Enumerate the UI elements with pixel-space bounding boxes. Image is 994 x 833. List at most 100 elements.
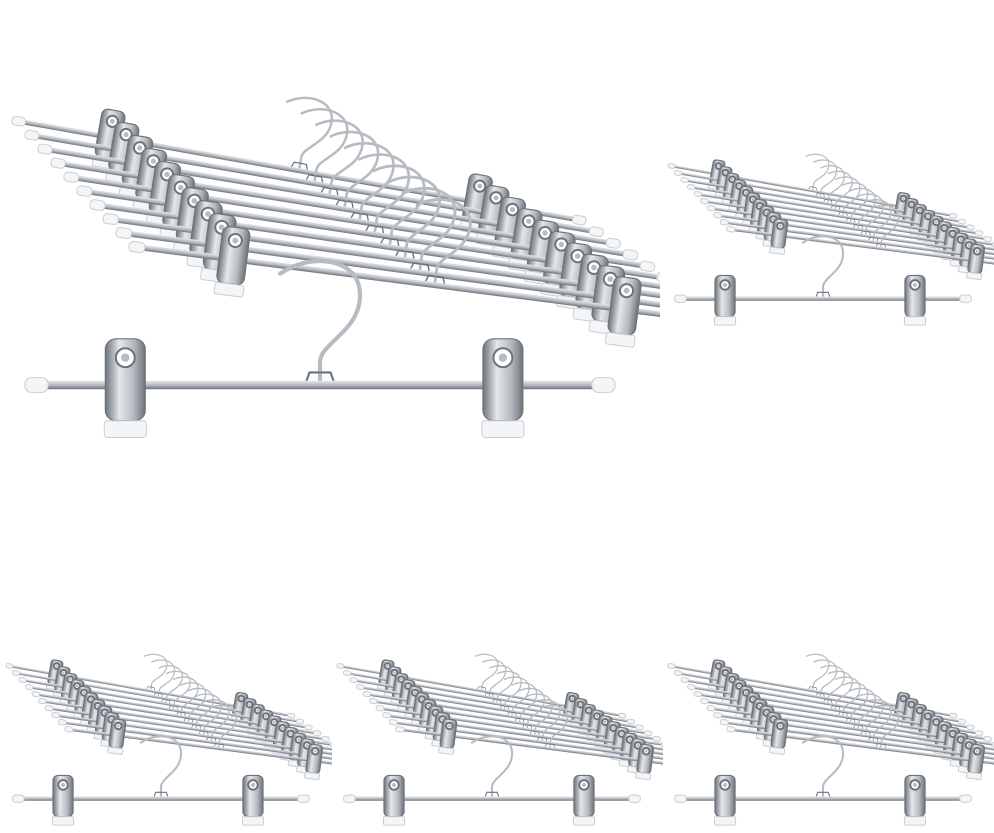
end-cap-icon [949, 712, 958, 719]
hook-icon [386, 175, 441, 260]
hanger-illustration [336, 653, 663, 826]
end-cap-icon [369, 697, 378, 705]
end-cap-icon [667, 163, 676, 169]
hanger-illustration [5, 653, 332, 826]
hook-icon [187, 687, 215, 730]
end-cap-icon [957, 218, 966, 225]
hook-icon [871, 704, 900, 749]
hanger-illustration [667, 653, 994, 826]
end-cap-icon [12, 794, 25, 803]
single-hanger [24, 258, 616, 438]
end-cap-icon [680, 177, 689, 184]
end-cap-icon [622, 249, 639, 261]
bundle-hanger [64, 704, 332, 781]
hook-icon [863, 699, 892, 743]
hanger-bar [690, 185, 980, 235]
hook-icon [278, 258, 363, 385]
end-cap-icon [660, 741, 663, 748]
clip-icon [304, 743, 324, 781]
single-hanger [674, 735, 972, 826]
hanger-bar [83, 188, 660, 281]
end-cap-icon [673, 670, 683, 676]
hanger-bar [392, 720, 663, 764]
hanger-bar [697, 192, 989, 241]
end-cap-icon [24, 377, 49, 393]
end-cap-icon [652, 735, 661, 743]
hook-icon [827, 670, 853, 711]
single-hanger [12, 735, 310, 826]
bundle-hanger [726, 204, 994, 281]
single-hanger [674, 735, 972, 826]
end-cap-icon [102, 213, 119, 225]
clip-icon [713, 274, 737, 326]
end-cap-icon [957, 718, 966, 725]
end-cap-icon [966, 224, 975, 231]
end-cap-icon [24, 129, 40, 141]
hanger-bar [697, 692, 989, 741]
clip-icon [213, 226, 251, 298]
hanger-bar [109, 216, 660, 304]
hanger-bar [17, 796, 305, 801]
hook-icon [372, 164, 426, 248]
hook-icon [849, 687, 877, 730]
hook-icon [143, 653, 168, 691]
hanger-bundle [5, 653, 332, 781]
hook-icon [415, 198, 472, 286]
end-cap-icon [295, 718, 304, 725]
single-hanger [12, 735, 310, 826]
hook-icon [827, 170, 853, 211]
end-cap-icon [983, 235, 992, 243]
end-cap-icon [329, 741, 332, 748]
end-cap-icon [626, 718, 635, 725]
hook-icon [856, 193, 884, 236]
clip-icon [241, 774, 265, 826]
end-cap-icon [656, 272, 660, 284]
end-cap-icon [628, 794, 641, 803]
end-cap-icon [673, 170, 683, 176]
clip-icon [51, 774, 75, 826]
clip-icon [635, 743, 655, 781]
end-cap-icon [719, 718, 729, 726]
end-cap-icon [5, 663, 14, 669]
end-cap-icon [44, 704, 54, 712]
hook-icon [863, 199, 892, 243]
end-cap-icon [37, 143, 53, 155]
hanger-bar [690, 685, 980, 735]
clip-icon [713, 774, 737, 826]
clip-icon [769, 718, 789, 755]
clip-icon [103, 338, 147, 438]
end-cap-icon [321, 735, 330, 743]
clip-icon [966, 243, 986, 281]
hook-icon [525, 693, 553, 736]
hook-icon [285, 96, 333, 171]
hanger-bar [35, 380, 605, 390]
end-cap-icon [18, 677, 27, 684]
hanger-bar [679, 796, 967, 801]
end-cap-icon [706, 204, 716, 212]
hanger-bar [348, 796, 636, 801]
end-cap-icon [667, 663, 676, 669]
tile-top-right [662, 105, 994, 333]
end-cap-icon [343, 794, 356, 803]
tile-large [0, 0, 660, 450]
hanger-illustration [11, 96, 660, 438]
hanger-bar [28, 685, 318, 735]
end-cap-icon [591, 377, 616, 393]
hanger-bar [35, 692, 327, 741]
clip-icon [769, 218, 789, 255]
hanger-bar [359, 685, 649, 735]
hook-icon [834, 176, 861, 217]
hook-icon [496, 670, 522, 711]
end-cap-icon [983, 735, 992, 743]
hook-icon [532, 699, 561, 743]
bundle-hanger [726, 704, 994, 781]
end-cap-icon [991, 741, 994, 748]
end-cap-icon [700, 197, 709, 205]
end-cap-icon [726, 725, 736, 733]
hook-icon [180, 682, 207, 723]
end-cap-icon [588, 226, 604, 238]
hanger-bar [379, 706, 663, 752]
end-cap-icon [51, 711, 61, 719]
hook-icon [842, 682, 869, 723]
hook-icon [209, 704, 238, 749]
